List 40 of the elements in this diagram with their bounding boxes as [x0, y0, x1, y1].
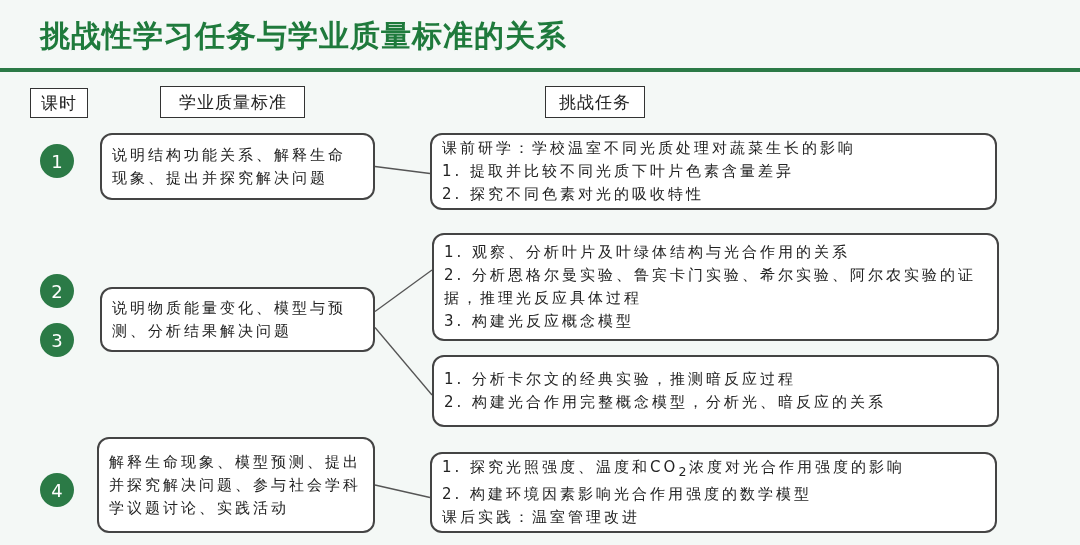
- text-box: [432, 233, 999, 341]
- text-line: 2. 构建环境因素影响光合作用强度的数学模型: [442, 484, 814, 505]
- number-label: 3: [51, 328, 63, 352]
- text-line: 说明物质能量变化、模型与预测、分析结果解决问题: [112, 297, 347, 342]
- text-line: 2. 探究不同色素对光的吸收特性: [442, 184, 706, 205]
- text-line: 2. 分析恩格尔曼实验、鲁宾卡门实验、希尔实验、阿尔农实验的证据，推理光反应具体过程: [444, 265, 978, 309]
- lesson-number-circle: [40, 323, 74, 357]
- connector-line: [374, 165, 431, 175]
- number-label: 4: [51, 478, 63, 502]
- text-line: 课后实践：温室管理改进: [442, 507, 641, 528]
- connector-line: [374, 484, 431, 499]
- text-line: 1. 分析卡尔文的经典实验，推测暗反应过程: [444, 369, 798, 390]
- text-line: 1. 探究光照强度、温度和CO$_{2}$浓度对光合作用强度的影响: [442, 457, 907, 481]
- number-label: 2: [51, 279, 63, 303]
- text-line: 课前研学：学校温室不同光质处理对蔬菜生长的影响: [442, 138, 857, 159]
- text-box: [100, 287, 375, 352]
- text-line: 学业质量标准: [178, 90, 287, 114]
- text-line: 挑战任务: [559, 90, 631, 114]
- lesson-number-circle: [40, 144, 74, 178]
- text-box: [432, 355, 999, 427]
- text-line: 2. 构建光合作用完整概念模型，分析光、暗反应的关系: [444, 392, 888, 413]
- column-header: [160, 86, 305, 118]
- text-line: 课时: [41, 91, 77, 115]
- text-line: 3. 构建光反应概念模型: [444, 311, 636, 332]
- text-line: 说明结构功能关系、解释生命现象、提出并探究解决问题: [112, 144, 347, 189]
- text-box: [430, 452, 997, 533]
- text-box: [100, 133, 375, 200]
- text-box: [430, 133, 997, 210]
- title: 挑战性学习任务与学业质量标准的关系: [40, 17, 567, 55]
- text-line: 解释生命现象、模型预测、提出并探究解决问题、参与社会学科学议题讨论、实践活动: [109, 451, 362, 519]
- lesson-number-circle: [40, 473, 74, 507]
- number-label: 1: [51, 149, 63, 173]
- text-line: 1. 观察、分析叶片及叶绿体结构与光合作用的关系: [444, 242, 852, 263]
- column-header: [30, 88, 88, 118]
- connector-line: [374, 326, 433, 396]
- text-box: [97, 437, 375, 533]
- text-line: 1. 提取并比较不同光质下叶片色素含量差异: [442, 161, 796, 182]
- column-header: [545, 86, 645, 118]
- connector-line: [374, 269, 433, 313]
- lesson-number-circle: [40, 274, 74, 308]
